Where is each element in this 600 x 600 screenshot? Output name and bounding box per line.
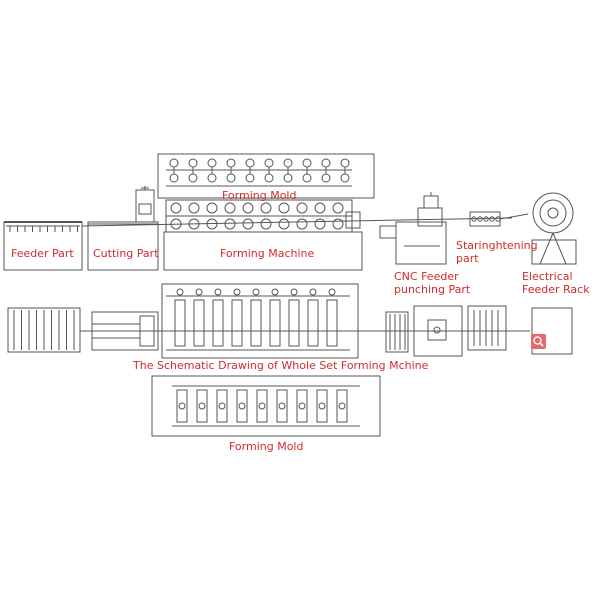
straightening-drawing: [469, 211, 529, 227]
label-forming-mold-top: Forming Mold: [222, 189, 297, 202]
label-forming-mold-bottom: Forming Mold: [229, 440, 304, 453]
forming-mold-top-drawing: [157, 153, 375, 199]
decoiler-drawing: [531, 192, 577, 265]
plan-view-straightening: [467, 305, 507, 351]
cnc-punching-drawing: [379, 192, 447, 265]
forming-mold-bottom-drawing: [151, 375, 381, 437]
plan-view-cnc: [385, 305, 463, 357]
cutting-part-drawing: [87, 186, 159, 271]
schematic-caption: The Schematic Drawing of Whole Set Formi…: [133, 359, 429, 372]
label-feeder-part: Feeder Part: [11, 247, 74, 260]
plan-view-feeder: [7, 307, 81, 353]
plan-view-forming-machine: [161, 283, 359, 359]
label-cnc-feeder-punching: CNC Feeder punching Part: [394, 270, 471, 296]
label-cutting-part: Cutting Part: [93, 247, 159, 260]
feeder-part-drawing: [3, 221, 83, 271]
label-electrical-feeder-rack: Electrical Feeder Rack: [522, 270, 590, 296]
zoom-in-icon[interactable]: [531, 334, 546, 349]
strip-feed-line: [81, 217, 513, 227]
label-forming-machine: Forming Machine: [220, 247, 315, 260]
plan-view-rack: [531, 307, 573, 355]
forming-machine-drawing: [163, 199, 363, 271]
label-straightening-part: Staringhtening part: [456, 239, 538, 265]
